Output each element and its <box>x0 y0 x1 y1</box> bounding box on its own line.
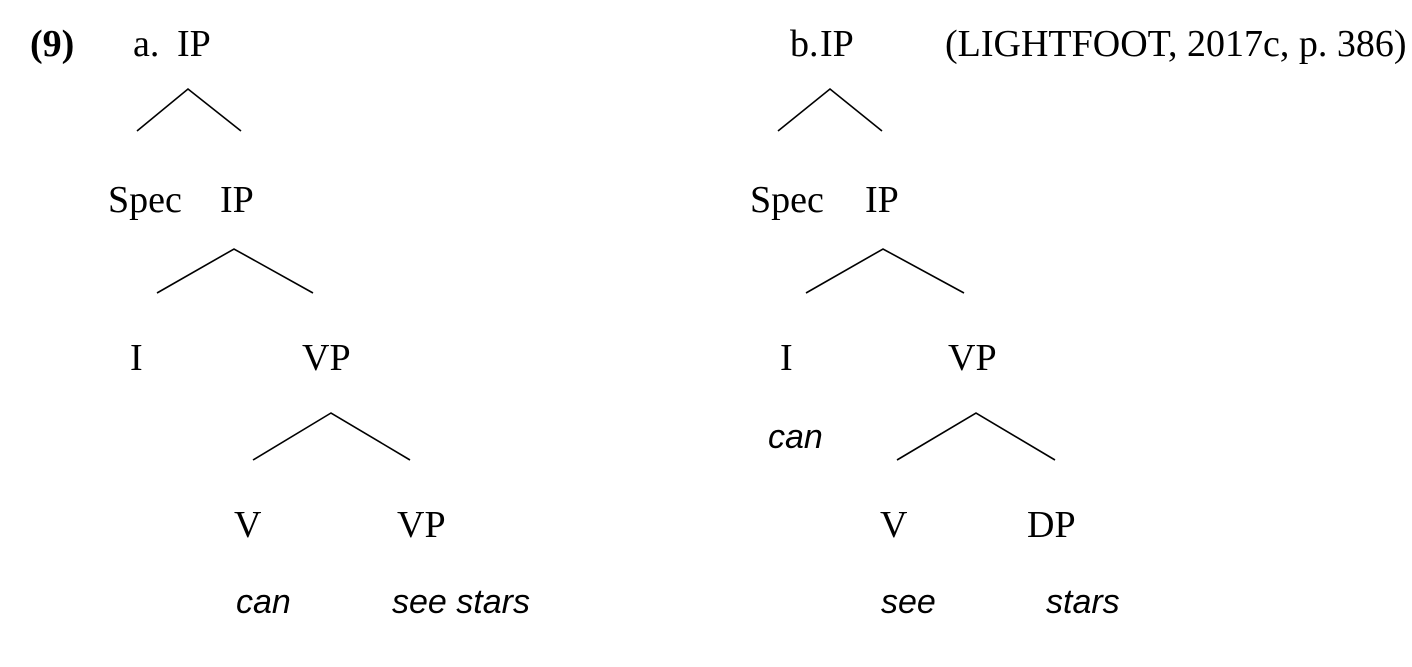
tree-b-branch-root <box>777 87 883 132</box>
tree-a-label: a. <box>133 23 159 65</box>
tree-b-spec: Spec <box>750 179 824 221</box>
tree-a-root-ip: IP <box>177 23 211 65</box>
tree-b-ip-bar: IP <box>865 179 899 221</box>
tree-a-v: V <box>234 504 262 546</box>
tree-a-branch-root <box>136 87 242 132</box>
tree-b-label: b. <box>790 23 819 65</box>
tree-b-i: I <box>780 337 793 379</box>
tree-a-word-see-stars: see stars <box>392 583 530 621</box>
tree-b: b. IP Spec IP I VP can V DP see stars <box>750 23 1120 621</box>
tree-b-dp: DP <box>1027 504 1076 546</box>
tree-b-branch-ip <box>805 248 965 294</box>
tree-b-v: V <box>880 504 908 546</box>
tree-a-vp: VP <box>302 337 351 379</box>
example-number: (9) <box>30 23 74 65</box>
tree-b-word-can: can <box>768 418 823 456</box>
tree-a-ip-bar: IP <box>220 179 254 221</box>
tree-a-i: I <box>130 337 143 379</box>
tree-b-word-see: see <box>881 583 936 621</box>
tree-a-spec: Spec <box>108 179 182 221</box>
tree-a-vp-complement: VP <box>397 504 446 546</box>
tree-b-root-ip: IP <box>820 23 854 65</box>
tree-a-word-can: can <box>236 583 291 621</box>
tree-b-branch-vp <box>896 412 1056 461</box>
tree-a-branch-ip <box>156 248 314 294</box>
tree-b-word-stars: stars <box>1046 583 1120 621</box>
tree-a-branch-vp <box>252 412 411 461</box>
citation: (LIGHTFOOT, 2017c, p. 386) <box>945 23 1407 65</box>
tree-a: a. IP Spec IP I VP V VP can see stars <box>108 23 530 621</box>
tree-b-vp: VP <box>948 337 997 379</box>
